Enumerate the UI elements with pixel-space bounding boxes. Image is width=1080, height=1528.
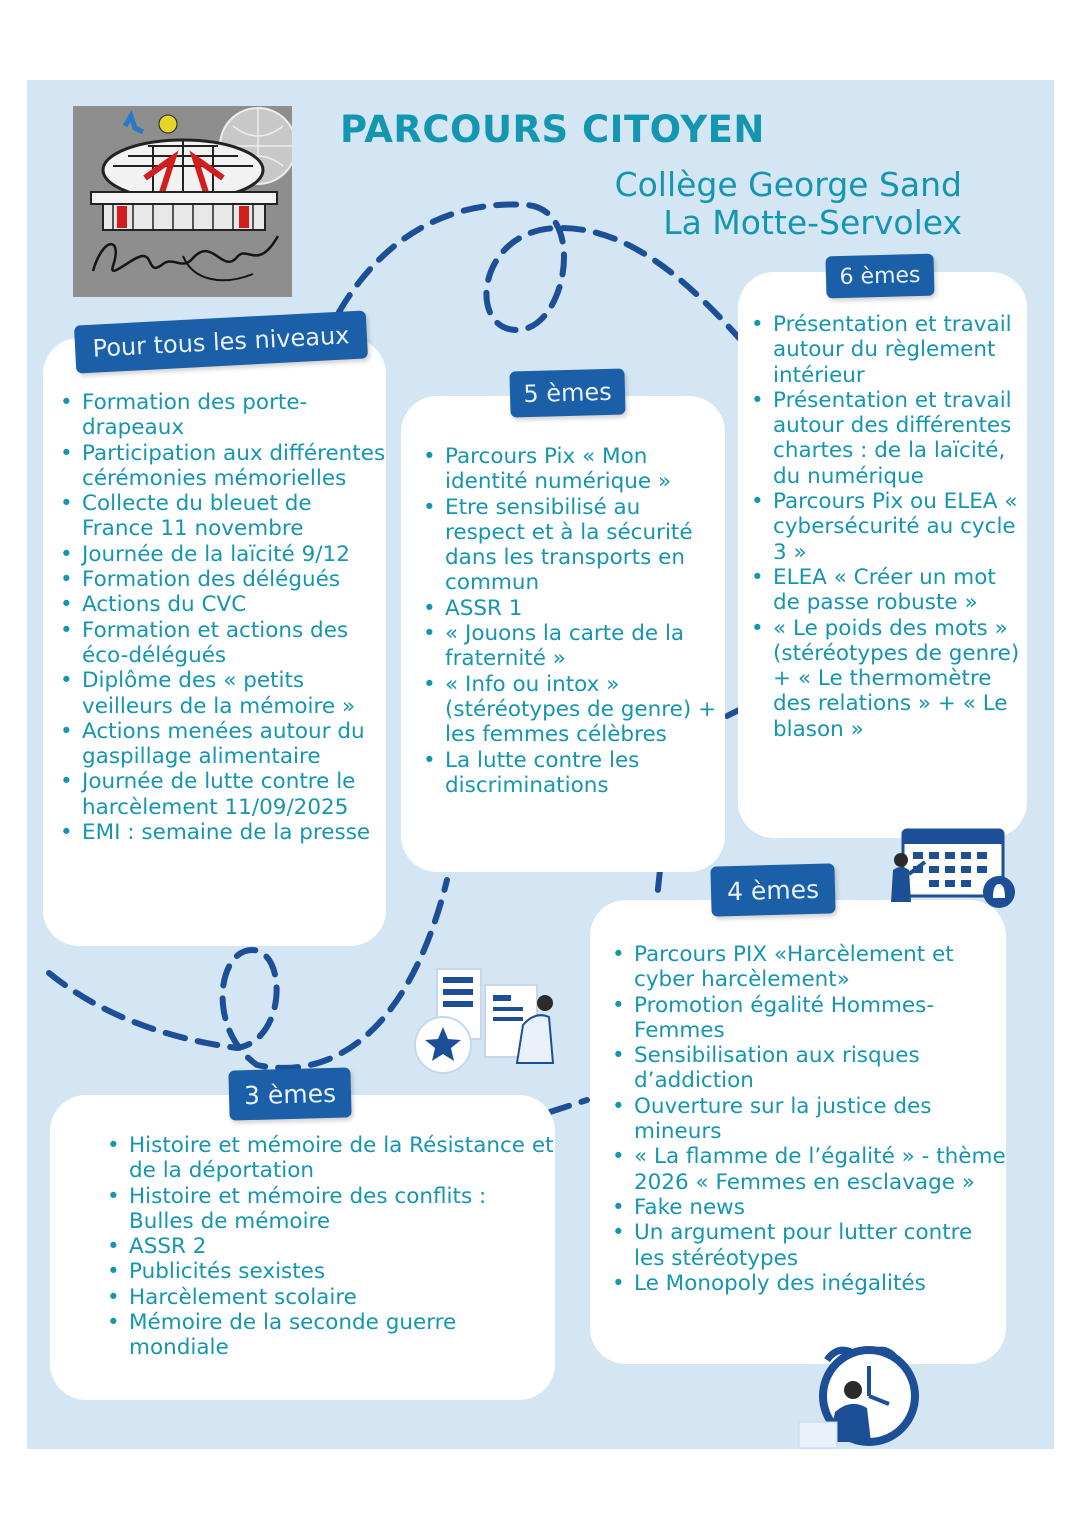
list-tous-niveaux: Formation des porte-drapeaux Participati… [60, 390, 386, 846]
list-item: Parcours Pix « Mon identité numérique » [423, 444, 725, 495]
subtitle-school: Collège George Sand [614, 165, 962, 204]
list-item: Actions du CVC [60, 592, 386, 618]
list-item: Formation et actions des éco-délégués [60, 618, 386, 669]
list-item: ASSR 1 [423, 596, 725, 622]
list-item: Formation des porte-drapeaux [60, 390, 386, 441]
list-item: Mémoire de la seconde guerre mondiale [107, 1310, 555, 1361]
list-item: Formation des délégués [60, 567, 386, 593]
list-item: Actions menées autour du gaspillage alim… [60, 719, 386, 770]
tag-4emes: 4 èmes [710, 863, 836, 917]
list-item: « Info ou intox » (stéréotypes de genre)… [423, 672, 725, 748]
card-4emes: Parcours PIX «Harcèlement et cyber harcè… [590, 900, 1006, 1364]
list-item: Parcours Pix ou ELEA « cybersécurité au … [751, 489, 1027, 565]
list-item: Le Monopoly des inégalités [612, 1271, 1006, 1297]
poster: PARCOURS CITOYEN Collège George Sand La … [27, 80, 1054, 1449]
dashed-path [46, 201, 742, 1115]
card-5emes: Parcours Pix « Mon identité numérique » … [401, 396, 725, 872]
list-item: Histoire et mémoire des conflits : Bulle… [107, 1184, 555, 1235]
list-item: Publicités sexistes [107, 1259, 555, 1285]
tag-6emes: 6 èmes [825, 253, 935, 299]
list-6emes: Présentation et travail autour du règlem… [751, 312, 1027, 742]
list-item: Participation aux différentes cérémonies… [60, 441, 386, 492]
list-item: Parcours PIX «Harcèlement et cyber harcè… [612, 942, 1006, 993]
list-item: Journée de lutte contre le harcèlement 1… [60, 769, 386, 820]
list-item: ASSR 2 [107, 1234, 555, 1260]
list-item: Fake news [612, 1195, 1006, 1221]
list-item: Présentation et travail autour du règlem… [751, 312, 1027, 388]
list-item: ELEA « Créer un mot de passe robuste » [751, 565, 1027, 616]
tag-5emes: 5 èmes [509, 368, 626, 418]
list-item: Sensibilisation aux risques d’addiction [612, 1043, 1006, 1094]
list-4emes: Parcours PIX «Harcèlement et cyber harcè… [612, 942, 1006, 1296]
list-item: Histoire et mémoire de la Résistance et … [107, 1133, 555, 1184]
list-item: Collecte du bleuet de France 11 novembre [60, 491, 386, 542]
tag-3emes: 3 èmes [228, 1067, 352, 1121]
list-item: « Jouons la carte de la fraternité » [423, 621, 725, 672]
list-item: Journée de la laïcité 9/12 [60, 542, 386, 568]
list-item: Ouverture sur la justice des mineurs [612, 1094, 1006, 1145]
list-item: « Le poids des mots » (stéréotypes de ge… [751, 616, 1027, 742]
list-item: Un argument pour lutter contre les stéré… [612, 1220, 1006, 1271]
list-item: Harcèlement scolaire [107, 1285, 555, 1311]
college-logo-icon [73, 106, 292, 297]
list-3emes: Histoire et mémoire de la Résistance et … [107, 1133, 555, 1361]
list-item: Présentation et travail autour des diffé… [751, 388, 1027, 489]
page-subtitle: Collège George Sand La Motte-Servolex [615, 166, 962, 242]
list-item: « La flamme de l’égalité » - thème 2026 … [612, 1144, 1006, 1195]
list-item: Etre sensibilisé au respect et à la sécu… [423, 495, 725, 596]
card-3emes: Histoire et mémoire de la Résistance et … [50, 1095, 555, 1400]
list-5emes: Parcours Pix « Mon identité numérique » … [423, 444, 725, 798]
list-item: Diplôme des « petits veilleurs de la mém… [60, 668, 386, 719]
list-item: EMI : semaine de la presse [60, 820, 386, 846]
document-person-icon [413, 965, 563, 1075]
subtitle-town: La Motte-Servolex [663, 203, 962, 242]
calendar-person-icon [885, 822, 1021, 922]
card-tous-niveaux: Formation des porte-drapeaux Participati… [43, 338, 386, 946]
list-item: Promotion égalité Hommes-Femmes [612, 993, 1006, 1044]
alarm-clock-person-icon [779, 1342, 929, 1449]
page-title: PARCOURS CITOYEN [340, 108, 765, 151]
card-6emes: Présentation et travail autour du règlem… [738, 272, 1027, 838]
list-item: La lutte contre les discriminations [423, 748, 725, 799]
